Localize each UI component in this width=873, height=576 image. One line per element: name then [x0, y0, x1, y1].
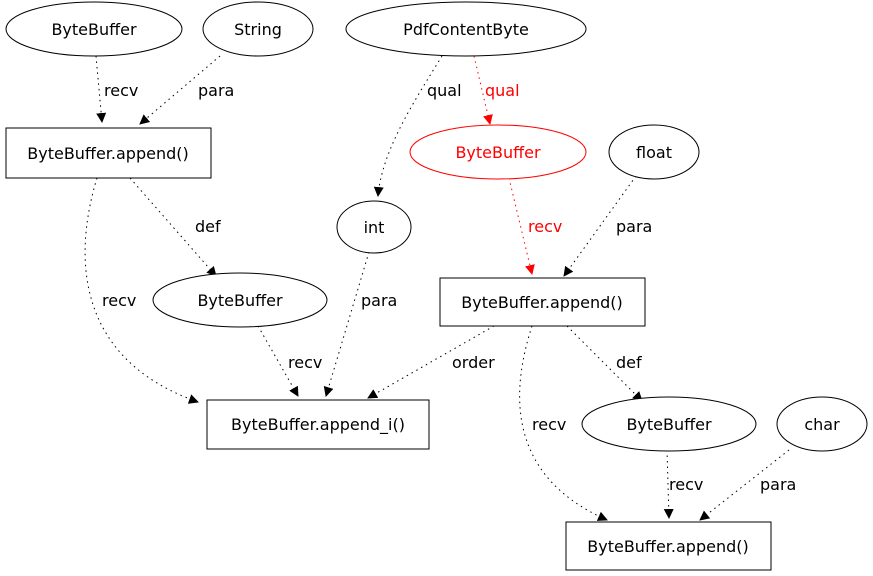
nodes: ByteBuffer String PdfContentByte ByteBuf…: [5, 1, 868, 571]
edge-order: order: [367, 325, 495, 399]
edge-label: recv: [288, 353, 322, 372]
node-bytebuffer-append[interactable]: ByteBuffer.append(): [439, 277, 646, 327]
node-label: ByteBuffer: [51, 20, 137, 39]
node-string[interactable]: String: [202, 1, 314, 57]
node-bytebuffer-append[interactable]: ByteBuffer.append(): [565, 521, 772, 571]
node-pdfcontentbyte[interactable]: PdfContentByte: [345, 1, 587, 57]
node-label: int: [364, 218, 385, 237]
edge-recv: recv: [84, 177, 199, 404]
edge-recv-highlighted: recv: [508, 177, 562, 275]
edge-label: def: [195, 217, 221, 236]
edge-def: def: [129, 177, 221, 277]
edge-para: para: [699, 449, 796, 521]
edge-label: def: [616, 353, 642, 372]
edge-label: qual: [427, 81, 462, 100]
edge-label: para: [616, 217, 652, 236]
edge-def: def: [566, 325, 643, 402]
edge-qual-highlighted: qual: [473, 55, 520, 125]
node-label: ByteBuffer: [626, 415, 712, 434]
edge-label: recv: [104, 81, 138, 100]
edges: recv para qual qual def recv recv para: [84, 55, 796, 521]
node-bytebuffer-append[interactable]: ByteBuffer.append(): [5, 127, 212, 179]
edge-label: recv: [528, 217, 562, 236]
edge-label: qual: [485, 81, 520, 100]
edge-para: para: [323, 251, 397, 397]
node-label: ByteBuffer: [197, 291, 283, 310]
node-char[interactable]: char: [776, 396, 868, 452]
edge-label: para: [760, 475, 796, 494]
node-bytebuffer[interactable]: ByteBuffer: [581, 396, 757, 452]
node-bytebuffer-append-i[interactable]: ByteBuffer.append_i(): [206, 399, 430, 450]
node-int[interactable]: int: [336, 200, 412, 254]
node-label: PdfContentByte: [403, 20, 529, 39]
node-label: ByteBuffer.append(): [461, 293, 622, 312]
node-label: ByteBuffer.append_i(): [231, 415, 405, 435]
node-label: ByteBuffer: [455, 143, 541, 162]
edge-label: recv: [532, 415, 566, 434]
node-label: String: [234, 20, 282, 39]
node-bytebuffer-highlighted[interactable]: ByteBuffer: [409, 124, 587, 180]
edge-label: recv: [102, 291, 136, 310]
node-label: char: [804, 415, 840, 434]
edge-recv: recv: [95, 55, 138, 123]
edge-label: para: [198, 81, 234, 100]
node-float[interactable]: float: [608, 124, 700, 180]
edge-label: para: [361, 291, 397, 310]
edge-qual: qual: [373, 55, 462, 197]
node-label: float: [636, 143, 672, 162]
node-bytebuffer[interactable]: ByteBuffer: [152, 272, 328, 328]
node-label: ByteBuffer.append(): [27, 144, 188, 163]
edge-para: para: [563, 175, 652, 277]
edge-recv: recv: [257, 325, 322, 397]
edge-recv: recv: [519, 325, 608, 521]
edge-recv: recv: [663, 449, 703, 519]
edge-label: recv: [669, 475, 703, 494]
edge-para: para: [139, 55, 234, 125]
node-label: ByteBuffer.append(): [587, 537, 748, 556]
edge-label: order: [452, 353, 495, 372]
node-bytebuffer[interactable]: ByteBuffer: [5, 1, 183, 57]
